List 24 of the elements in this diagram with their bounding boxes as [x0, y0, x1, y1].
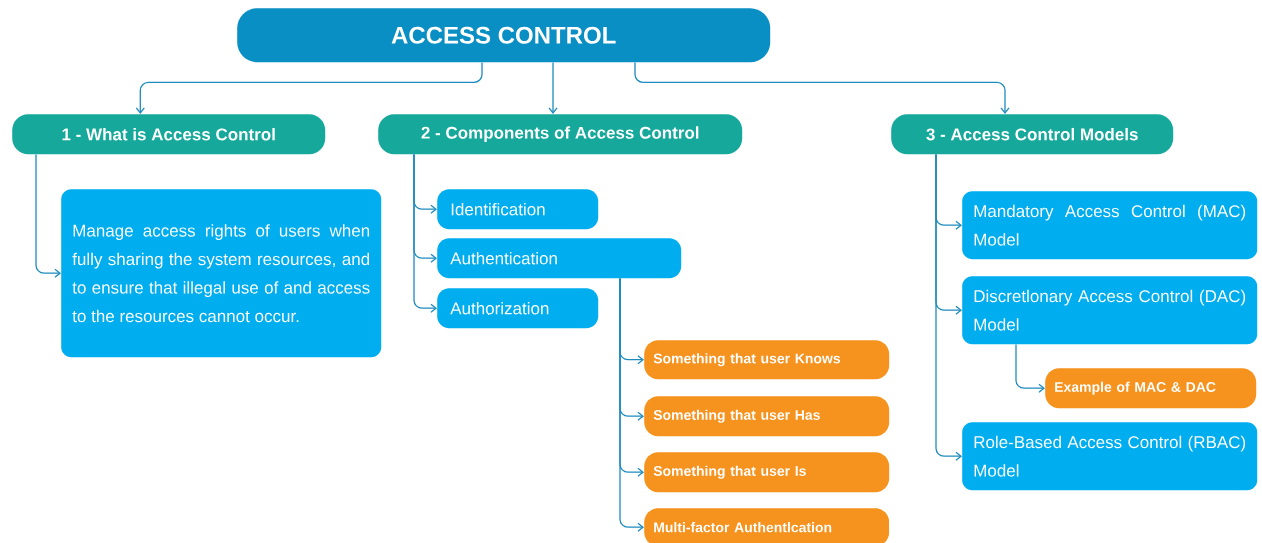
text-box: Mandatory Access Control (MAC) Model — [962, 191, 1258, 260]
arrow — [634, 61, 1010, 114]
item-box: Authentication — [437, 238, 682, 279]
text-box: Manage access rights of users when fully sharing the system resources, and to ensure that illegal use of and access to the resources cannot occur. — [61, 189, 382, 358]
arrow — [548, 61, 558, 114]
section-box: 3 - Access Control Models — [891, 114, 1174, 155]
sub-item-box: Something that user Knows — [644, 340, 890, 380]
arrow — [935, 153, 962, 461]
text-box: Discretlonary Access Control (DAC) Model — [962, 276, 1258, 345]
sub-item-box: Something that user Has — [644, 396, 890, 437]
sub-item-box: Something that user Is — [644, 452, 890, 493]
arrow — [35, 153, 61, 278]
title-box: ACCESS CONTROL — [237, 8, 771, 63]
text-box: Role-Based Access Control (RBAC) Model — [962, 422, 1258, 491]
arrow — [1015, 343, 1045, 393]
sub-item-box: Multi-factor Authentlcation — [644, 508, 890, 543]
arrow — [619, 277, 644, 532]
arrow — [413, 153, 437, 313]
arrow — [135, 61, 483, 114]
section-box: 1 - What is Access Control — [12, 114, 326, 155]
section-box: 2 - Components of Access Control — [378, 114, 743, 155]
sub-item-box: Example of MAC & DAC — [1045, 368, 1257, 409]
item-box: Identification — [437, 189, 599, 230]
item-box: Authorization — [437, 288, 599, 329]
